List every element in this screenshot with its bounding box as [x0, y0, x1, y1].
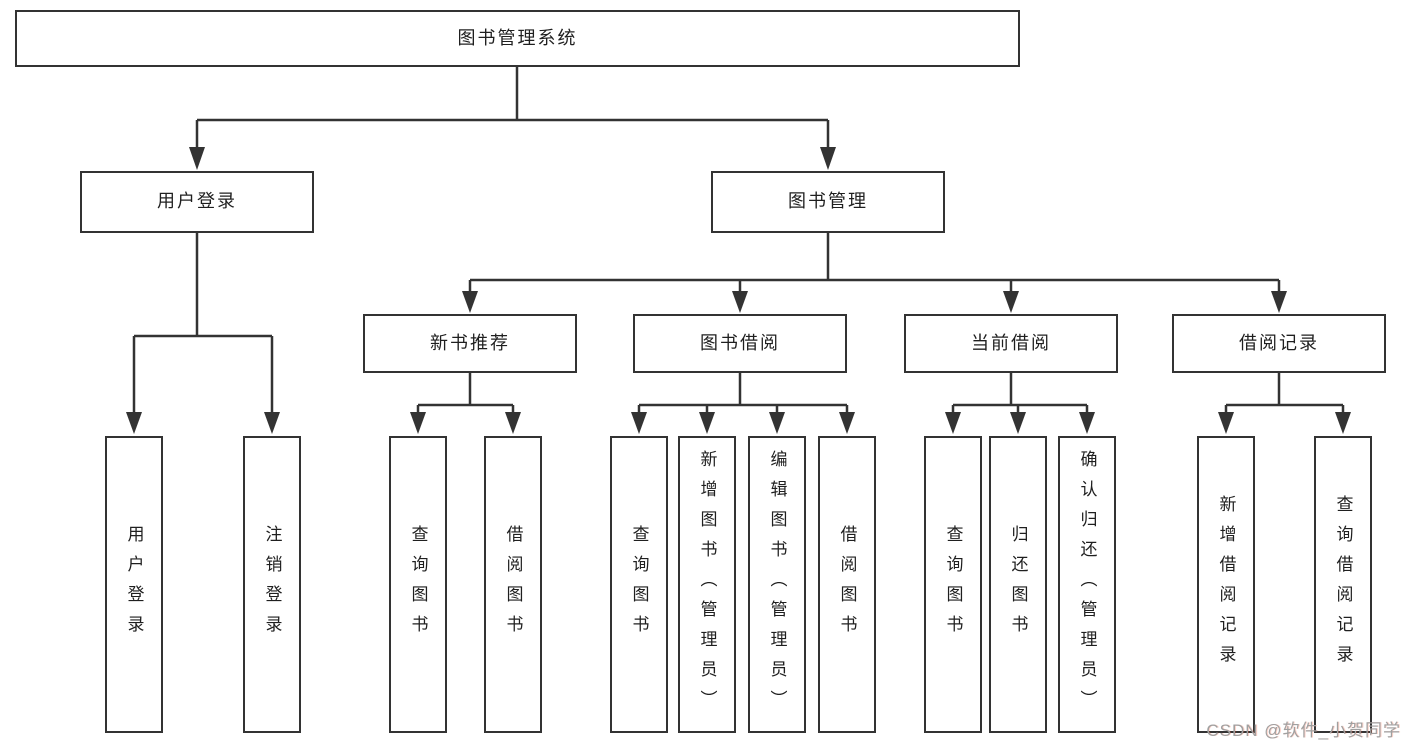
arrow-icon — [945, 412, 961, 434]
node-current-borrow: 当前借阅 — [904, 314, 1118, 373]
arrow-icon — [1079, 412, 1095, 434]
leaf-borrow-books: 借阅图书 — [818, 436, 876, 733]
arrowheads — [126, 147, 1351, 434]
arrow-icon — [189, 147, 205, 170]
arrow-icon — [839, 412, 855, 434]
edge-current-children — [951, 373, 1089, 414]
leaf-logout: 注销登录 — [243, 436, 301, 733]
node-root: 图书管理系统 — [15, 10, 1020, 67]
watermark: CSDN @软件_小贺同学 — [1206, 721, 1401, 740]
node-user-login: 用户登录 — [80, 171, 314, 233]
leaf-query-books-borrow: 查询图书 — [610, 436, 668, 733]
node-book-management: 图书管理 — [711, 171, 945, 233]
arrow-icon — [769, 412, 785, 434]
arrow-icon — [1010, 412, 1026, 434]
arrow-icon — [264, 412, 280, 434]
edge-root-to-level2 — [195, 67, 830, 150]
leaf-confirm-return-admin: 确认归还（管理员） — [1058, 436, 1116, 733]
arrow-icon — [699, 412, 715, 434]
arrow-icon — [820, 147, 836, 170]
leaf-add-books-admin: 新增图书（管理员） — [678, 436, 736, 733]
node-book-borrow: 图书借阅 — [633, 314, 847, 373]
arrow-icon — [1271, 291, 1287, 313]
leaf-borrow-books-recommend: 借阅图书 — [484, 436, 542, 733]
arrow-icon — [410, 412, 426, 434]
arrow-icon — [1218, 412, 1234, 434]
node-new-book-recommend: 新书推荐 — [363, 314, 577, 373]
edge-records-children — [1224, 373, 1345, 414]
arrow-icon — [1335, 412, 1351, 434]
arrow-icon — [126, 412, 142, 434]
leaf-query-borrow-record: 查询借阅记录 — [1314, 436, 1372, 733]
edge-bookmgmt-to-level3 — [468, 233, 1281, 294]
leaf-query-books-recommend: 查询图书 — [389, 436, 447, 733]
leaf-edit-books-admin: 编辑图书（管理员） — [748, 436, 806, 733]
arrow-icon — [631, 412, 647, 434]
leaf-add-borrow-record: 新增借阅记录 — [1197, 436, 1255, 733]
arrow-icon — [505, 412, 521, 434]
arrow-icon — [1003, 291, 1019, 313]
node-borrow-records: 借阅记录 — [1172, 314, 1386, 373]
leaf-query-books-current: 查询图书 — [924, 436, 982, 733]
arrow-icon — [732, 291, 748, 313]
edge-recommend-children — [416, 373, 515, 414]
arrow-icon — [462, 291, 478, 313]
edge-borrow-children — [637, 373, 849, 414]
leaf-return-books: 归还图书 — [989, 436, 1047, 733]
leaf-user-login: 用户登录 — [105, 436, 163, 733]
edge-userlogin-children — [132, 233, 274, 414]
